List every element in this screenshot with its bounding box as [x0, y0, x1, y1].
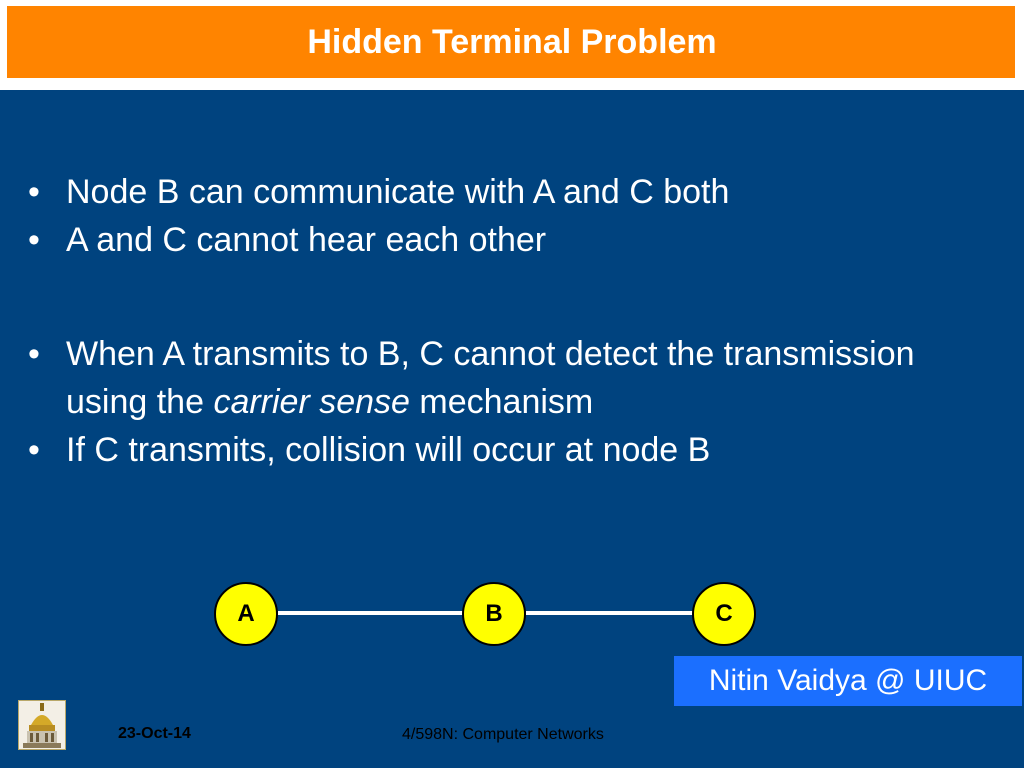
node-a: A — [214, 582, 278, 646]
bullet-item-1: Node B can communicate with A and C both — [28, 168, 988, 216]
title-bar — [5, 4, 1017, 80]
bullet-3-text-start: When A transmits to B, C cannot detect t… — [66, 335, 915, 421]
footer-date: 23-Oct-14 — [118, 725, 191, 742]
bullet-item-4: If C transmits, collision will occur at … — [28, 426, 988, 474]
footer-course: 4/598N: Computer Networks — [402, 726, 604, 743]
bullet-3-emphasis: carrier sense — [213, 383, 410, 421]
author-credit: Nitin Vaidya @ UIUC — [674, 656, 1022, 706]
node-c: C — [692, 582, 756, 646]
link-a-b — [278, 611, 464, 615]
node-b: B — [462, 582, 526, 646]
golden-dome-logo-icon — [18, 700, 66, 750]
slide-title: Hidden Terminal Problem — [307, 23, 717, 61]
bullet-item-3: When A transmits to B, C cannot detect t… — [28, 330, 988, 426]
bullet-3-text-end: mechanism — [409, 383, 594, 421]
bullet-item-2: A and C cannot hear each other — [28, 216, 988, 264]
bullet-list: Node B can communicate with A and C both… — [28, 168, 988, 474]
link-b-c — [526, 611, 694, 615]
